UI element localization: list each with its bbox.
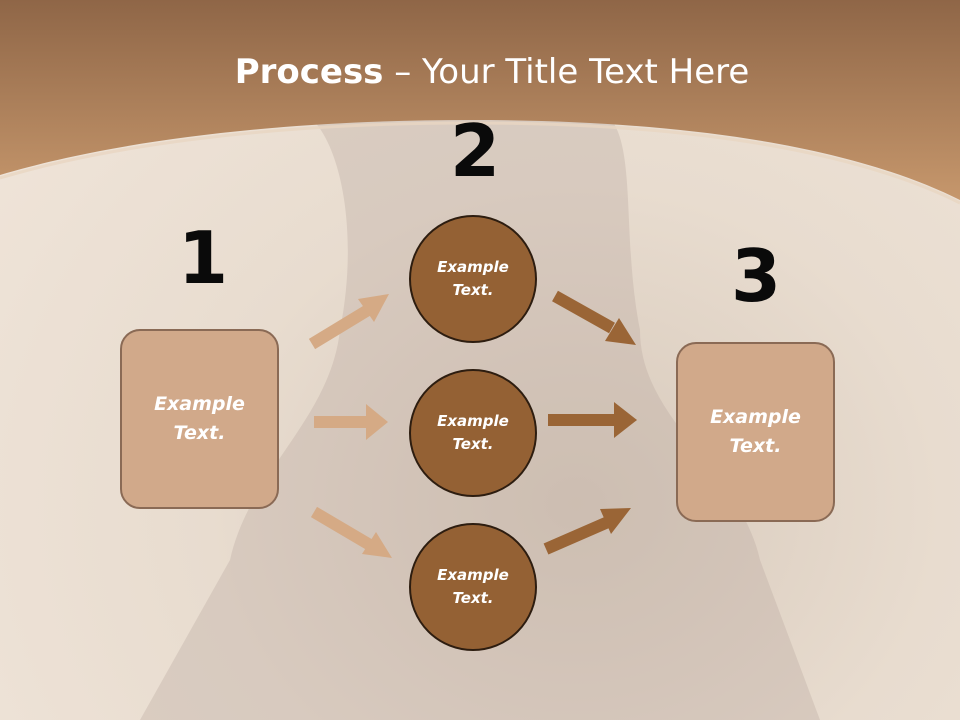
arrow-left-to-top: [308, 294, 389, 350]
right-box-line2: Text.: [729, 435, 782, 457]
circle-middle-line2: Text.: [452, 435, 494, 453]
step-number-3: 3: [731, 234, 782, 318]
circle-top-line2: Text.: [452, 281, 494, 299]
slide-title: Process – Your Title Text Here: [0, 52, 960, 92]
arrow-left-to-bottom: [310, 506, 392, 558]
left-box-line2: Text.: [173, 422, 226, 444]
arrow-top-to-right: [552, 290, 636, 345]
arrow-left-to-middle: [314, 404, 388, 440]
circle-top-line1: Example: [437, 258, 509, 276]
right-box-line1: Example: [710, 406, 801, 428]
circle-bottom-line2: Text.: [452, 589, 494, 607]
header-curve: [0, 121, 960, 205]
header-band: [0, 0, 960, 200]
left-box-line1: Example: [154, 393, 245, 415]
step-number-2: 2: [450, 109, 501, 193]
circle-bottom-line1: Example: [437, 566, 509, 584]
circle-middle-line1: Example: [437, 412, 509, 430]
arrow-middle-to-right: [548, 402, 637, 438]
step-number-1: 1: [178, 216, 229, 300]
title-rest: – Your Title Text Here: [383, 52, 750, 92]
title-bold: Process: [234, 52, 384, 92]
arrow-bottom-to-right: [543, 508, 631, 555]
